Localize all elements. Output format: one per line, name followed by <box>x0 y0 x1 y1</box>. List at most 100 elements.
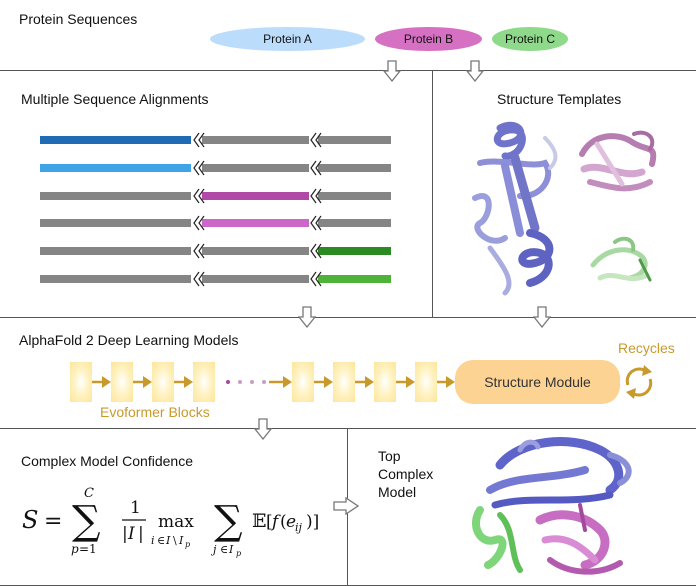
recycles-label: Recycles <box>618 340 675 356</box>
svg-text:=1: =1 <box>79 542 97 556</box>
arrow-down-to-confidence <box>254 418 272 440</box>
ellipsis-dot <box>226 380 230 384</box>
evoformer-block <box>111 362 133 402</box>
template-structure-pink <box>579 130 657 192</box>
top-model-title-line-2: Complex <box>378 466 434 482</box>
protein-c-pill: Protein C <box>492 27 568 51</box>
msa-segment <box>40 164 191 172</box>
top-complex-structure <box>472 437 632 575</box>
svg-text:)]: )] <box>306 512 319 532</box>
svg-text:|: | <box>138 524 144 544</box>
protein-a-label: Protein A <box>263 32 312 46</box>
svg-text:S: S <box>22 506 38 534</box>
ellipsis-dot <box>238 380 242 384</box>
evoformer-arrow <box>437 376 455 388</box>
svg-text:j: j <box>210 543 217 556</box>
msa-segment <box>40 219 191 227</box>
structure-module: Structure Module <box>455 360 620 404</box>
arrow-right-to-top-model <box>333 497 359 515</box>
evoformer-blocks-label: Evoformer Blocks <box>100 404 210 420</box>
evoformer-block <box>333 362 355 402</box>
msa-segment <box>318 219 391 227</box>
msa-break-chevron <box>310 271 322 287</box>
msa-segment <box>202 247 309 255</box>
msa-break-chevron <box>310 132 322 148</box>
msa-break-chevron <box>193 160 205 176</box>
evoformer-arrow <box>355 376 374 388</box>
msa-break-chevron <box>193 243 205 259</box>
msa-break-chevron <box>193 132 205 148</box>
msa-segment <box>318 192 391 200</box>
msa-segment <box>202 136 309 144</box>
svg-text:I: I <box>165 534 171 547</box>
panel-title-msa: Multiple Sequence Alignments <box>21 91 209 107</box>
svg-text:\: \ <box>173 534 177 547</box>
top-model-panel: Top Complex Model <box>347 428 696 586</box>
top-model-title: Top Complex Model <box>378 447 433 501</box>
svg-text:f: f <box>270 512 281 532</box>
svg-text:e: e <box>286 512 296 532</box>
evoformer-block <box>415 362 437 402</box>
svg-text:I: I <box>127 524 135 544</box>
arrow-down-templates-to-model <box>533 306 551 328</box>
msa-segment <box>318 247 391 255</box>
svg-text:∑: ∑ <box>214 498 243 544</box>
msa-segment <box>202 164 309 172</box>
svg-text:1: 1 <box>130 498 141 518</box>
msa-segment <box>202 219 309 227</box>
svg-text:(: ( <box>280 512 287 532</box>
svg-text:[: [ <box>266 512 273 532</box>
structure-templates-panel: Structure Templates <box>432 70 696 318</box>
svg-text:𝔼: 𝔼 <box>252 510 266 532</box>
protein-c-label: Protein C <box>504 32 556 46</box>
msa-break-chevron <box>310 215 322 231</box>
protein-b-pill: Protein B <box>375 27 482 51</box>
msa-break-chevron <box>193 215 205 231</box>
msa-segment <box>318 164 391 172</box>
ellipsis-dot <box>250 380 254 384</box>
svg-text:I: I <box>178 534 184 547</box>
svg-text:p: p <box>71 542 79 556</box>
protein-b-label: Protein B <box>403 32 454 46</box>
msa-break-chevron <box>310 160 322 176</box>
confidence-formula: S = ∑ C p =1 1 | I | max i ∈ I \ I p ∑ j… <box>22 486 319 558</box>
svg-text:p: p <box>236 549 241 558</box>
protein-a-pill: Protein A <box>210 27 365 51</box>
svg-text:ij: ij <box>295 521 303 534</box>
evoformer-block <box>193 362 215 402</box>
msa-segment <box>40 136 191 144</box>
evoformer-block <box>374 362 396 402</box>
structure-module-label: Structure Module <box>484 374 591 390</box>
panel-title-templates: Structure Templates <box>497 91 622 107</box>
evoformer-block <box>292 362 314 402</box>
svg-text:i: i <box>151 534 155 547</box>
ellipsis-dot <box>262 380 266 384</box>
confidence-panel: Complex Model Confidence <box>0 428 348 586</box>
panel-title-alphafold: AlphaFold 2 Deep Learning Models <box>19 332 239 348</box>
evoformer-block <box>70 362 92 402</box>
top-model-title-line-3: Model <box>378 484 417 500</box>
svg-text:p: p <box>185 540 190 549</box>
svg-text:∑: ∑ <box>72 498 101 544</box>
msa-break-chevron <box>193 188 205 204</box>
msa-segment <box>40 247 191 255</box>
arrow-down-msa-to-model <box>298 306 316 328</box>
top-model-title-line-1: Top <box>378 448 401 464</box>
msa-segment <box>318 136 391 144</box>
evoformer-arrow <box>314 376 333 388</box>
msa-break-chevron <box>193 271 205 287</box>
msa-segment <box>40 192 191 200</box>
template-structure-green <box>590 236 652 282</box>
msa-break-chevron <box>310 243 322 259</box>
evoformer-arrow <box>396 376 415 388</box>
svg-text:∈: ∈ <box>220 543 228 556</box>
svg-text:∈: ∈ <box>157 534 165 547</box>
svg-text:max: max <box>158 512 194 532</box>
panel-title-confidence: Complex Model Confidence <box>21 453 193 469</box>
msa-segment <box>318 275 391 283</box>
evoformer-arrow <box>133 376 152 388</box>
panel-title-sequences: Protein Sequences <box>19 11 138 27</box>
svg-text:C: C <box>84 486 94 501</box>
protein-sequences-panel: Protein Sequences Protein A Protein B Pr… <box>0 0 696 72</box>
svg-text:=: = <box>44 509 62 534</box>
